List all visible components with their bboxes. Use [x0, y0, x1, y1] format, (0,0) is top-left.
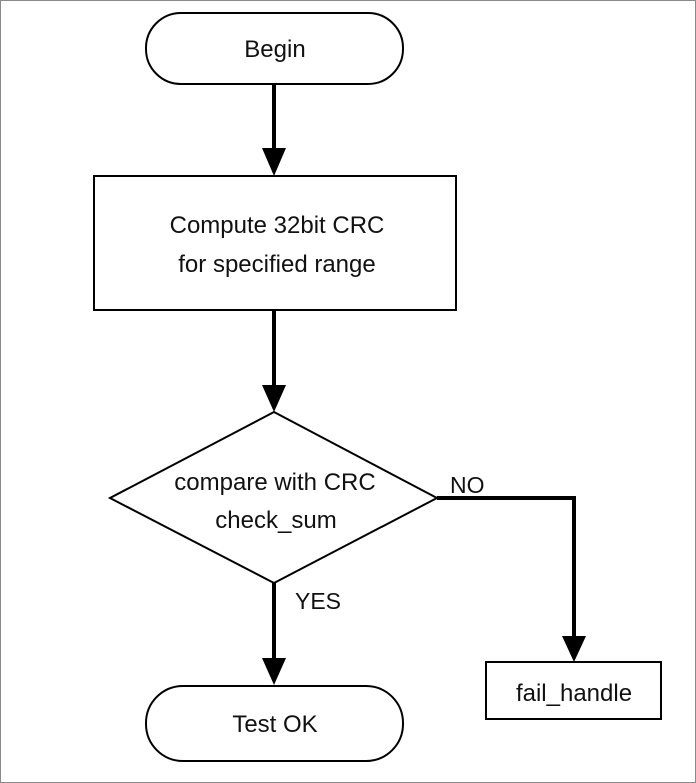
test-ok-label: Test OK: [232, 711, 317, 738]
arrow-no-to-fail-handle: [437, 496, 586, 662]
begin-label: Begin: [244, 36, 305, 63]
compute-label-line-1: Compute 32bit CRC: [170, 212, 385, 239]
arrow-yes-to-test-ok: [262, 583, 286, 685]
arrow-compute-to-compare: [262, 310, 286, 412]
compute-label-line-2: for specified range: [178, 251, 375, 278]
arrowhead: [262, 385, 286, 412]
begin-node: Begin: [145, 12, 404, 85]
arrowhead: [262, 148, 286, 176]
arrowhead: [562, 636, 586, 662]
arrow-begin-to-compute: [262, 84, 286, 176]
no-branch-label: NO: [450, 472, 485, 498]
arrowhead: [262, 658, 286, 685]
compare-label-line-1: compare with CRC: [174, 469, 375, 496]
compare-label-line-2: check_sum: [215, 507, 336, 534]
fail-handle-label: fail_handle: [516, 680, 632, 707]
compare-decision-node: compare with CRC check_sum: [107, 410, 440, 585]
test-ok-node: Test OK: [145, 685, 404, 762]
yes-branch-label: YES: [295, 588, 341, 614]
compute-crc-node: Compute 32bit CRC for specified range: [93, 175, 457, 311]
fail-handle-node: fail_handle: [485, 661, 662, 720]
